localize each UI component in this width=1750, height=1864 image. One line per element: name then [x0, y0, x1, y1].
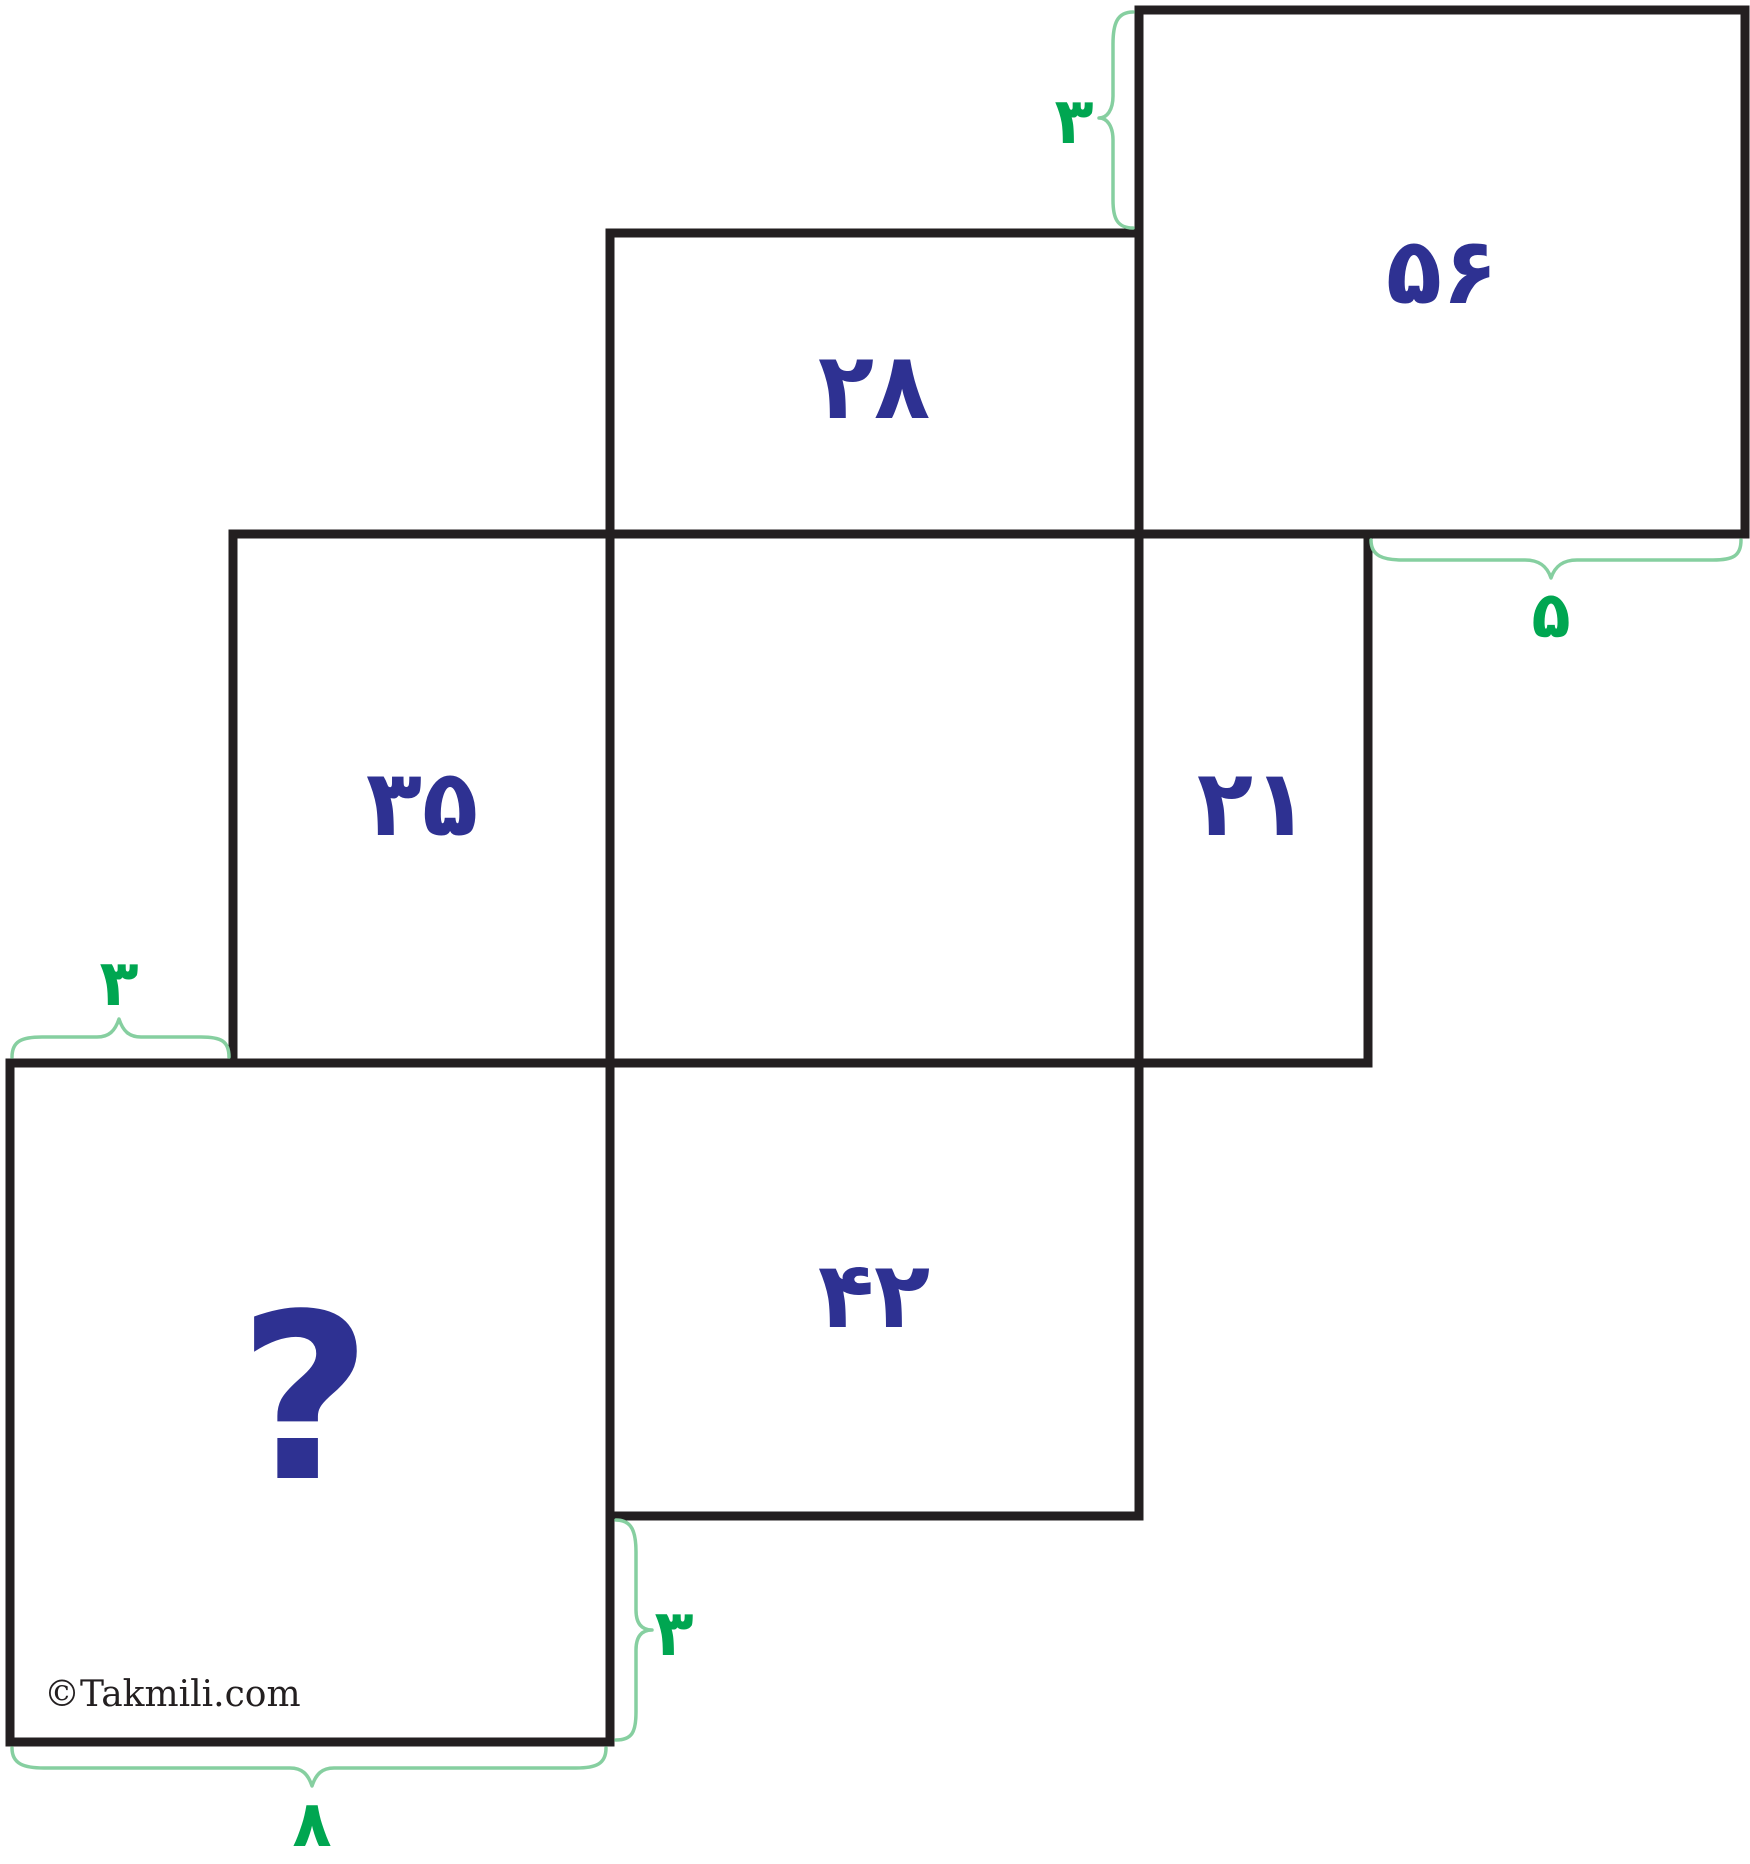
dim-label-top-right-step: ۳ [1054, 85, 1093, 159]
copyright-credit: ©Takmili.com [44, 1674, 301, 1715]
dim-label-bottom-left-side-step: ۳ [654, 1597, 693, 1671]
rect-bottom-left [5, 1058, 615, 1747]
area-label-top-middle: ۲۸ [818, 333, 930, 440]
dim-label-bottom-left-top-step: ۳ [99, 947, 138, 1021]
area-label-top-right: ۵۶ [1386, 218, 1498, 325]
rect-center [605, 529, 1144, 1068]
area-label-bottom-middle: ۴۲ [818, 1242, 930, 1349]
dim-label-bottom-left-width: ۸ [292, 1788, 331, 1859]
rect-middle-right [1134, 529, 1373, 1068]
brace-top-right-step [1097, 10, 1135, 230]
brace-bottom-left-top-step [10, 1017, 231, 1059]
dim-label-top-right-width-part: ۵ [1531, 579, 1570, 653]
brace-bottom-left-width [10, 1746, 608, 1788]
brace-top-right-width-part [1369, 538, 1743, 580]
area-label-middle-right: ۲۱ [1197, 750, 1309, 857]
brace-bottom-left-side-step [614, 1518, 654, 1742]
area-label-middle-left: ۳۵ [366, 750, 478, 857]
unknown-area-label: ? [238, 1266, 371, 1533]
